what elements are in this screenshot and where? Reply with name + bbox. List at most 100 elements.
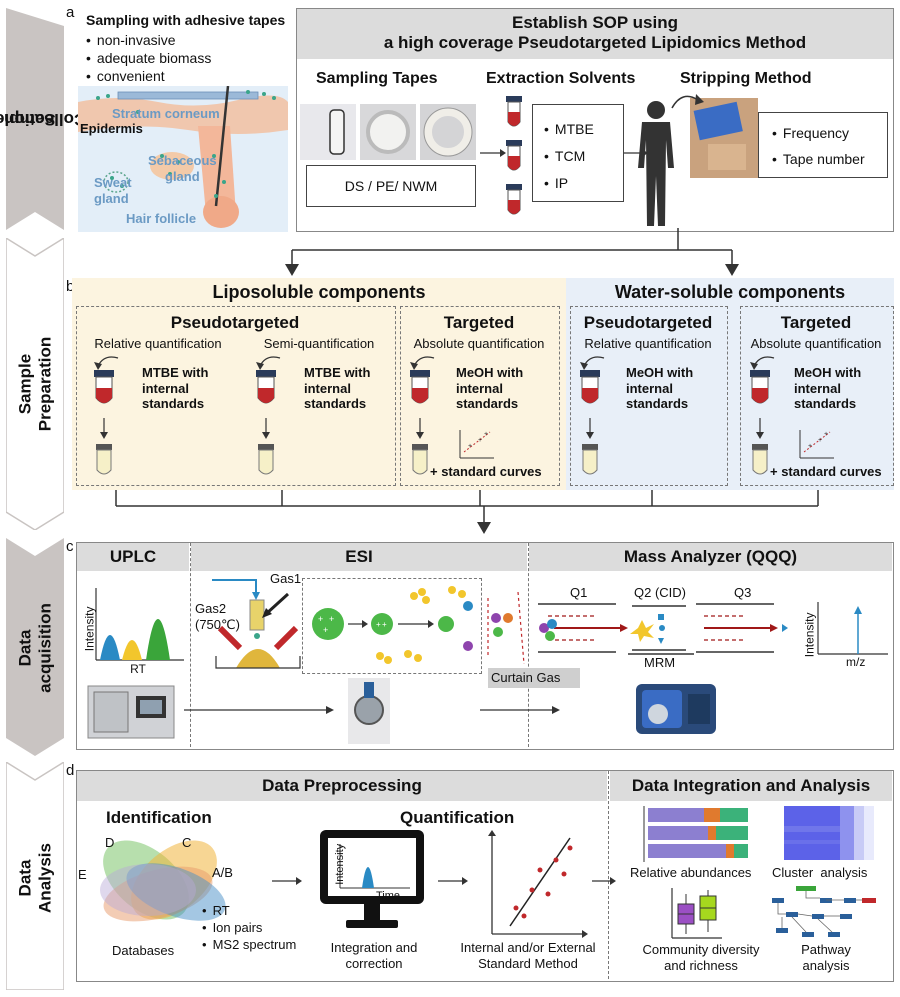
- lipo-targeted-title: Targeted: [443, 313, 515, 332]
- pathway-diagram: [772, 886, 876, 937]
- chromatogram-y-label: Intensity: [82, 606, 97, 652]
- databases-label: Databases: [112, 943, 175, 958]
- panel-c-box: [76, 542, 894, 750]
- qqq-instrument: [636, 684, 716, 734]
- integration-header: Data Integration and Analysis: [610, 771, 892, 801]
- panel-letter-d: d: [66, 762, 75, 779]
- epidermis-label: Epidermis: [80, 121, 143, 136]
- d-arrow-3: [592, 877, 616, 885]
- side-label-data-analysis: Data Analysis: [15, 843, 54, 913]
- water-pseudotargeted-title: Pseudotargeted: [583, 313, 713, 332]
- panel-c-arrows: [184, 706, 560, 714]
- ionization-box: [302, 578, 482, 674]
- cluster-analysis-label: Cluster analysis: [772, 865, 868, 880]
- hair-follicle-label: Hair follicle: [126, 211, 197, 226]
- venn-diagram: [100, 840, 226, 922]
- venn-label-e: E: [78, 867, 87, 882]
- panel-letter-b: b: [66, 278, 75, 295]
- lipo-pseudotargeted-title: Pseudotargeted: [170, 313, 300, 332]
- spectrum-y-label: Intensity: [802, 612, 817, 658]
- svg-text:+: +: [318, 614, 323, 624]
- sebaceous-gland-label: gland: [165, 169, 200, 184]
- water-soluble-title: Water-soluble components: [614, 282, 846, 302]
- liposoluble-bg: [72, 278, 566, 490]
- relative-abundances-label: Relative abundances: [630, 865, 752, 880]
- sampling-tapes-title: Sampling Tapes: [316, 70, 438, 87]
- tape-bullet: adequate biomass: [86, 50, 211, 66]
- qqq-diagram: [538, 603, 788, 653]
- id-bullet: RT: [202, 903, 230, 918]
- ionization-diagram: +++ ++: [312, 586, 525, 665]
- water-standard-curves-label: + standard curves: [770, 464, 882, 479]
- water-soluble-bg: [566, 278, 894, 490]
- water-targeted-title: Targeted: [780, 313, 852, 332]
- solvent-tubes: [506, 96, 522, 215]
- a-to-b-connector: [285, 228, 739, 276]
- stripping-method-title: Stripping Method: [680, 70, 812, 87]
- svg-text:+: +: [329, 614, 334, 624]
- water-relative-quant-label: Relative quantification: [584, 336, 712, 351]
- venn-label-d: D: [105, 835, 115, 850]
- identification-title: Identification: [106, 808, 212, 827]
- tape-types-box: [306, 165, 476, 207]
- gas2-temp: (750℃): [195, 617, 240, 632]
- lipo-pseudotargeted-box: [76, 306, 396, 486]
- tube-vial-group-2: [256, 356, 281, 475]
- panel-letter-a: a: [66, 4, 75, 21]
- tape-photos: [300, 104, 476, 160]
- monitor-icon: [320, 830, 424, 928]
- svg-text:+: +: [323, 625, 328, 635]
- lipo-targeted-box: [400, 306, 560, 486]
- tape-bullet: convenient: [86, 68, 165, 84]
- monitor-y-label: Intensity: [334, 843, 347, 885]
- quantification-title: Quantification: [400, 808, 515, 827]
- chromatogram-x-label: RT: [130, 662, 146, 676]
- tube-vial-group-5: +++: [750, 356, 834, 475]
- spectrum-x-label: m/z: [846, 655, 866, 669]
- esi-source: [212, 579, 301, 669]
- d-arrow-1: [272, 877, 302, 885]
- mrm-bracket: [628, 653, 694, 655]
- uplc-divider: [190, 543, 191, 747]
- stripping-box: [758, 112, 888, 178]
- liposoluble-title: Liposoluble components: [212, 282, 426, 302]
- id-bullet: Ion pairs: [202, 920, 263, 935]
- solvent-item: MTBE: [544, 121, 594, 137]
- semi-quant-label: Semi-quantification: [263, 336, 375, 351]
- stripping-curved-arrow: [671, 94, 704, 109]
- gas1-label: Gas1: [270, 571, 302, 586]
- q3-label: Q3: [734, 585, 752, 600]
- chromatogram-plot: [95, 588, 184, 661]
- venn-label-c: C: [182, 835, 192, 850]
- sebaceous-label: Sebaceous: [148, 153, 217, 168]
- svg-text:+: +: [468, 443, 472, 450]
- esi-divider: [528, 543, 529, 747]
- monitor-x-label: Time: [376, 890, 401, 902]
- preprocessing-header: Data Preprocessing: [77, 771, 607, 801]
- sweat-gland-label: gland: [94, 191, 129, 206]
- svg-text:+: +: [382, 620, 387, 629]
- side-label-sample-preparation: Sample Preparation: [15, 336, 54, 432]
- water-targeted-box: [740, 306, 894, 486]
- sop-header: Establish SOP using a high coverage Pseu…: [297, 9, 893, 59]
- q2-label: Q2 (CID): [634, 585, 686, 600]
- cluster-heatmap: [784, 806, 874, 860]
- gas2-label: Gas2: [195, 601, 227, 616]
- sweat-label: Sweat: [94, 175, 132, 190]
- relative-quant-label: Relative quantification: [94, 336, 222, 351]
- svg-text:+: +: [478, 437, 482, 444]
- solvent-item: TCM: [544, 148, 585, 164]
- mass-spectrum-plot: [817, 602, 888, 655]
- esi-header: ESI: [191, 543, 527, 571]
- tube-vial-group-4: [580, 356, 605, 475]
- stripping-photo: [690, 98, 758, 178]
- side-label-sample-collection: Sample Collection: [0, 109, 86, 129]
- standard-curves-label: + standard curves: [430, 464, 542, 479]
